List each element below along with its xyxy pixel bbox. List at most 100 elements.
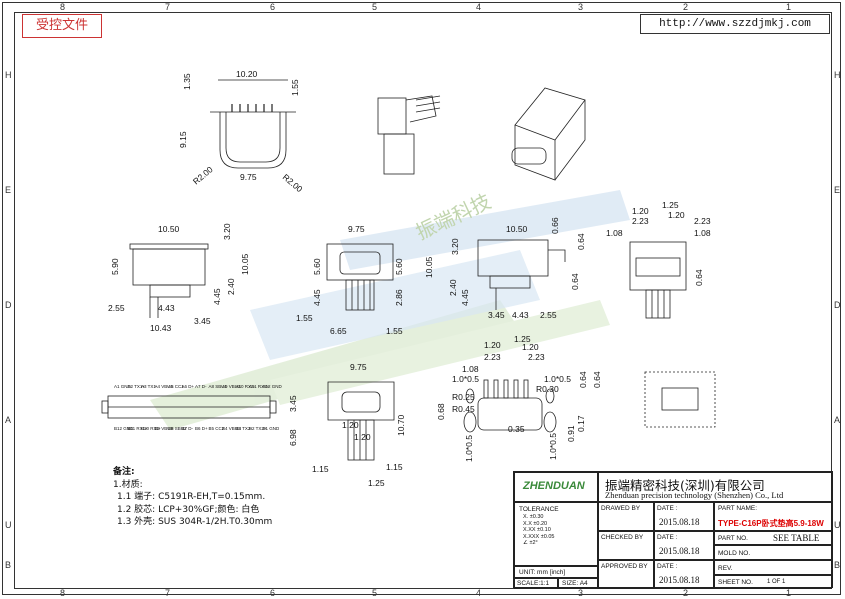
svg-text:0.17: 0.17 (576, 415, 586, 432)
zone-bottom-6: 6 (270, 588, 276, 598)
svg-text:1.35: 1.35 (182, 73, 192, 90)
svg-text:1.08: 1.08 (462, 364, 479, 374)
svg-text:1.08: 1.08 (606, 228, 623, 238)
svg-text:10.50: 10.50 (506, 224, 528, 234)
zone-bottom-8: 8 (60, 588, 66, 598)
svg-text:2.55: 2.55 (108, 303, 125, 313)
svg-text:2.40: 2.40 (448, 279, 458, 296)
svg-text:0.91: 0.91 (566, 425, 576, 442)
website-url[interactable]: http://www.szzdjmkj.com (640, 14, 830, 34)
zone-bottom-3: 3 (578, 588, 584, 598)
zone-left-A: A (5, 415, 12, 425)
pin-top-label: A10 RX2- (236, 384, 256, 389)
notes-heading: 1.材质: (113, 479, 143, 490)
company-name-cn: 振端精密科技(深圳)有限公司 (605, 478, 765, 493)
date-cell-2: DATE : 2015.08.18 (654, 531, 714, 560)
pin-top-label: A9 VBUS (222, 384, 241, 389)
part-name-value: TYPE-C16P卧式垫高5.9-18W (718, 519, 824, 528)
zone-right-U: U (834, 520, 841, 530)
svg-text:10.20: 10.20 (236, 69, 258, 79)
drawn-by-cell: DRAWED BY (598, 502, 654, 531)
notes-block: 备注: 1.材质: 1.1 端子: C5191R-EH,T=0.15mm. 1.… (113, 466, 272, 529)
svg-text:R0.25: R0.25 (452, 392, 475, 402)
scale-cell: SCALE:1:1 (514, 578, 558, 589)
svg-text:9.75: 9.75 (240, 172, 257, 182)
svg-text:2.55: 2.55 (540, 310, 557, 320)
pin-bottom-label: B1 GND (263, 426, 281, 431)
rev-cell: REV. (714, 560, 832, 575)
drawn-by-label: DRAWED BY (601, 505, 641, 512)
pin-top-label: A11 RX2+ (249, 384, 270, 389)
svg-text:5.90: 5.90 (110, 258, 120, 275)
date-cell-1: DATE : 2015.08.18 (654, 502, 714, 531)
note-item-3: 1.3 外壳: SUS 304R-1/2H.T0.30mm (117, 517, 273, 527)
zone-left-D: D (5, 300, 12, 310)
svg-text:1.20: 1.20 (522, 342, 539, 352)
sheet-no-label: SHEET NO. (718, 579, 753, 586)
svg-text:1.55: 1.55 (296, 313, 313, 323)
zone-left-U: U (5, 520, 12, 530)
pin-bottom-label: B3 TX2- (236, 426, 253, 431)
size-label: SIZE: A4 (562, 580, 588, 587)
part-name-cell: PART NAME: TYPE-C16P卧式垫高5.9-18W (714, 502, 832, 531)
checked-by-cell: CHECKED BY (598, 531, 654, 560)
zone-right-D: D (834, 300, 841, 310)
svg-text:9.15: 9.15 (178, 131, 188, 148)
side-view-right (477, 239, 566, 310)
inner-border (14, 12, 832, 589)
svg-text:5.60: 5.60 (394, 258, 404, 275)
date-label-3: DATE : (657, 563, 678, 570)
svg-text:0.66: 0.66 (550, 217, 560, 234)
pin-top-label: A6 D+ (182, 384, 195, 389)
svg-text:4.43: 4.43 (512, 310, 529, 320)
svg-text:10.43: 10.43 (150, 323, 172, 333)
svg-text:2.23: 2.23 (528, 352, 545, 362)
svg-text:1.20: 1.20 (668, 210, 685, 220)
title-block: ZHENDUAN 振端精密科技(深圳)有限公司 Zhenduan precisi… (513, 471, 833, 589)
zone-bottom-2: 2 (683, 588, 689, 598)
svg-text:9.75: 9.75 (350, 362, 367, 372)
watermark: 振端科技 (150, 190, 630, 430)
svg-text:1.55: 1.55 (290, 79, 300, 96)
note-item-2: 1.2 胶芯: LCP+30%GF;颜色: 白色 (117, 504, 260, 515)
svg-text:10.05: 10.05 (240, 253, 250, 275)
svg-text:1.15: 1.15 (312, 464, 329, 474)
svg-text:R0.30: R0.30 (536, 384, 559, 394)
mold-no-label: MOLD NO. (718, 550, 751, 557)
svg-text:1.20: 1.20 (484, 340, 501, 350)
svg-text:1.25: 1.25 (662, 200, 679, 210)
svg-text:2.23: 2.23 (694, 216, 711, 226)
zone-top-1: 1 (786, 2, 792, 12)
rev-label: REV. (718, 565, 733, 572)
svg-text:3.45: 3.45 (194, 316, 211, 326)
svg-text:1.20: 1.20 (632, 206, 649, 216)
zone-right-A: A (834, 415, 841, 425)
svg-text:0.64: 0.64 (694, 269, 704, 286)
pin-top-label: A12 GND (263, 384, 283, 389)
pin-bottom-label: B7 D- (182, 426, 194, 431)
svg-text:0.68: 0.68 (436, 403, 446, 420)
svg-text:3.20: 3.20 (222, 223, 232, 240)
svg-text:6.98: 6.98 (288, 429, 298, 446)
svg-text:3.45: 3.45 (288, 395, 298, 412)
svg-text:2.40: 2.40 (226, 278, 236, 295)
zone-bottom-5: 5 (372, 588, 378, 598)
company-cell: 振端精密科技(深圳)有限公司 Zhenduan precision techno… (598, 472, 832, 502)
company-name-en: Zhenduan precision technology (Shenzhen)… (605, 490, 784, 500)
pin-top-label: A7 D- (195, 384, 207, 389)
svg-text:4.43: 4.43 (158, 303, 175, 313)
svg-text:1.55: 1.55 (386, 326, 403, 336)
svg-text:1.0*0.5: 1.0*0.5 (464, 435, 474, 462)
part-no-cell: PART NO. SEE TABLE (714, 531, 832, 545)
pin-bottom-label: B9 VBUS (155, 426, 174, 431)
svg-text:R2.00: R2.00 (281, 172, 305, 194)
svg-text:9.75: 9.75 (348, 224, 365, 234)
svg-text:1.15: 1.15 (386, 462, 403, 472)
zone-top-2: 2 (683, 2, 689, 12)
controlled-document-stamp: 受控文件 (22, 14, 102, 38)
svg-text:0.64: 0.64 (592, 371, 602, 388)
svg-text:2.23: 2.23 (632, 216, 649, 226)
